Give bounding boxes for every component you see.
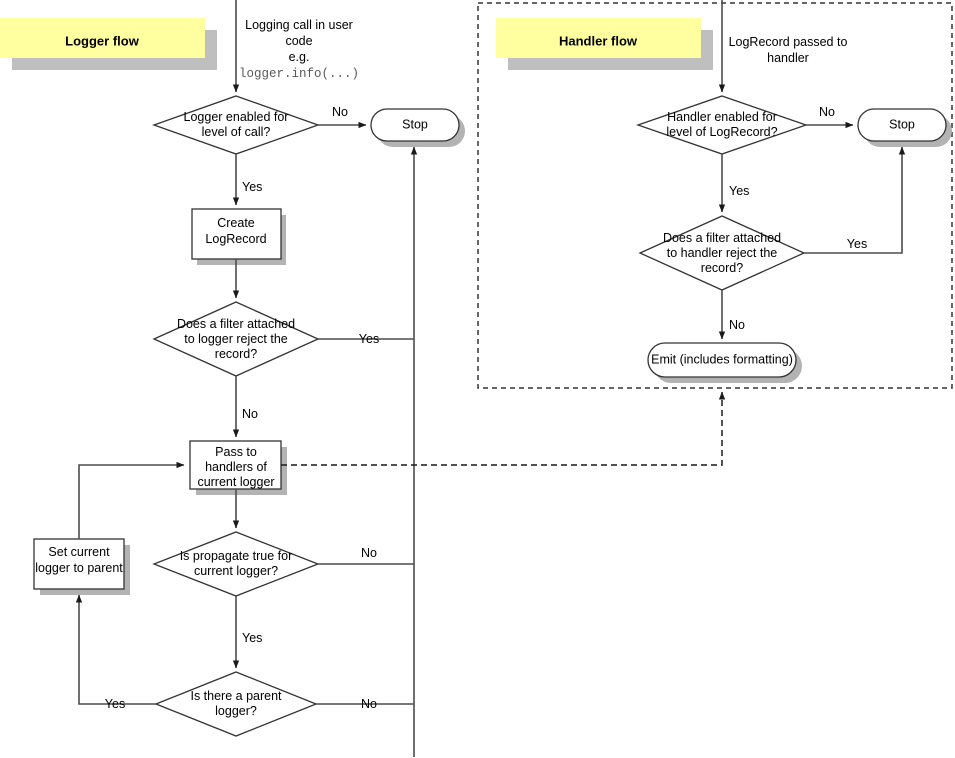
node-logger-stop-label: Stop — [402, 117, 428, 131]
edge-label-propagate-yes: Yes — [242, 631, 262, 645]
logger-flow-note-label: Logger flow — [65, 33, 140, 48]
logger-entry-code: logger.info(...) — [239, 67, 359, 81]
node-logger-filter-line-1: Does a filter attached — [177, 317, 295, 331]
node-handler-enabled: Handler enabled for level of LogRecord? — [636, 95, 808, 155]
node-handler-filter-line-1: Does a filter attached — [663, 231, 781, 245]
edge-label-logger-filter-yes: Yes — [359, 332, 379, 346]
node-is-propagate-line-2: current logger? — [194, 564, 278, 578]
edge-label-handler-filter-no: No — [729, 318, 745, 332]
node-handler-enabled-line-1: Handler enabled for — [667, 110, 777, 124]
node-set-parent: Set current logger to parent — [33, 538, 130, 595]
handler-entry-line-2: handler — [767, 51, 809, 65]
node-handler-filter-line-2: to handler reject the — [667, 246, 778, 260]
edge-handlers-to-handler-flow — [281, 391, 726, 466]
node-create-logrecord: Create LogRecord — [191, 208, 286, 265]
node-logger-stop: Stop — [370, 108, 465, 147]
edge-set-parent-to-handlers — [78, 461, 185, 539]
logger-entry-line-3: e.g. — [289, 50, 310, 64]
edge-has-parent-yes — [75, 594, 156, 705]
edge-label-handler-filter-yes: Yes — [847, 237, 867, 251]
edge-label-propagate-no: No — [361, 546, 377, 560]
node-logger-filter-line-3: record? — [215, 347, 257, 361]
handler-flow-note-label: Handler flow — [559, 33, 638, 48]
node-pass-to-handlers-line-2: handlers of — [205, 460, 267, 474]
handler-flow-note: Handler flow — [496, 18, 713, 70]
edge-label-logger-filter-no: No — [242, 407, 258, 421]
node-create-logrecord-line-1: Create — [217, 216, 255, 230]
handler-entry-line-1: LogRecord passed to — [729, 35, 848, 49]
node-handler-filter-line-3: record? — [701, 261, 743, 275]
handler-entry-annotation: LogRecord passed to handler — [729, 35, 848, 65]
node-handler-filter: Does a filter attached to handler reject… — [638, 215, 806, 291]
logger-entry-annotation: Logging call in user code e.g. logger.in… — [239, 18, 359, 81]
node-has-parent: Is there a parent logger? — [154, 671, 318, 737]
node-handler-stop: Stop — [857, 108, 952, 147]
node-handler-stop-label: Stop — [889, 117, 915, 131]
logger-entry-line-2: code — [285, 34, 312, 48]
edge-handler-filter-yes — [804, 146, 906, 254]
handler-flow-region — [477, 2, 953, 389]
node-pass-to-handlers-line-3: current logger — [197, 475, 274, 489]
edge-label-has-parent-no: No — [361, 697, 377, 711]
edge-label-logger-enabled-no: No — [332, 105, 348, 119]
node-is-propagate-line-1: Is propagate true for — [180, 549, 293, 563]
node-has-parent-line-2: logger? — [215, 704, 257, 718]
node-logger-enabled: Logger enabled for level of call? — [152, 95, 320, 155]
logger-flow-note: Logger flow — [0, 18, 217, 70]
node-handler-enabled-line-2: level of LogRecord? — [666, 125, 777, 139]
node-emit: Emit (includes formatting) — [647, 342, 802, 383]
node-emit-label: Emit (includes formatting) — [651, 352, 793, 366]
edge-label-logger-enabled-yes: Yes — [242, 180, 262, 194]
node-logger-filter: Does a filter attached to logger reject … — [152, 301, 320, 377]
node-logger-enabled-line-1: Logger enabled for — [184, 110, 289, 124]
node-set-parent-line-1: Set current — [48, 545, 110, 559]
edge-label-handler-enabled-yes: Yes — [729, 184, 749, 198]
node-create-logrecord-line-2: LogRecord — [205, 232, 266, 246]
edge-label-handler-enabled-no: No — [819, 105, 835, 119]
node-pass-to-handlers: Pass to handlers of current logger — [189, 440, 287, 495]
node-is-propagate: Is propagate true for current logger? — [152, 531, 320, 597]
node-pass-to-handlers-line-1: Pass to — [215, 445, 257, 459]
logger-entry-line-1: Logging call in user — [245, 18, 353, 32]
node-has-parent-line-1: Is there a parent — [190, 689, 282, 703]
node-logger-enabled-line-2: level of call? — [202, 125, 271, 139]
node-logger-filter-line-2: to logger reject the — [184, 332, 288, 346]
node-set-parent-line-2: logger to parent — [35, 561, 123, 575]
edge-label-has-parent-yes: Yes — [105, 697, 125, 711]
